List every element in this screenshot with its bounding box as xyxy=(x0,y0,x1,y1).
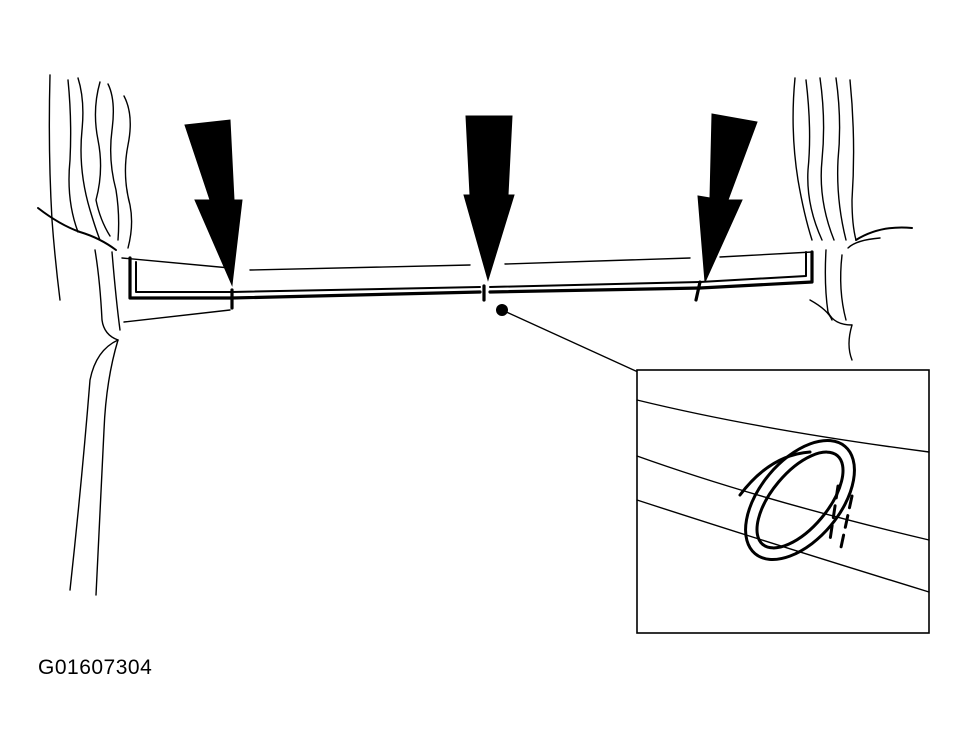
retainer-channel xyxy=(128,250,814,310)
seat-back-outline xyxy=(121,251,833,323)
down-arrow-icon xyxy=(184,119,243,287)
figure-code: G01607304 xyxy=(38,656,153,679)
detail-inset xyxy=(636,369,930,634)
left-bolster xyxy=(37,74,133,596)
detail-leader xyxy=(496,304,639,373)
clip-ring-icon xyxy=(738,439,856,561)
down-arrow-icon xyxy=(697,113,758,283)
down-arrow-icon xyxy=(463,115,515,282)
right-bolster xyxy=(792,77,913,361)
